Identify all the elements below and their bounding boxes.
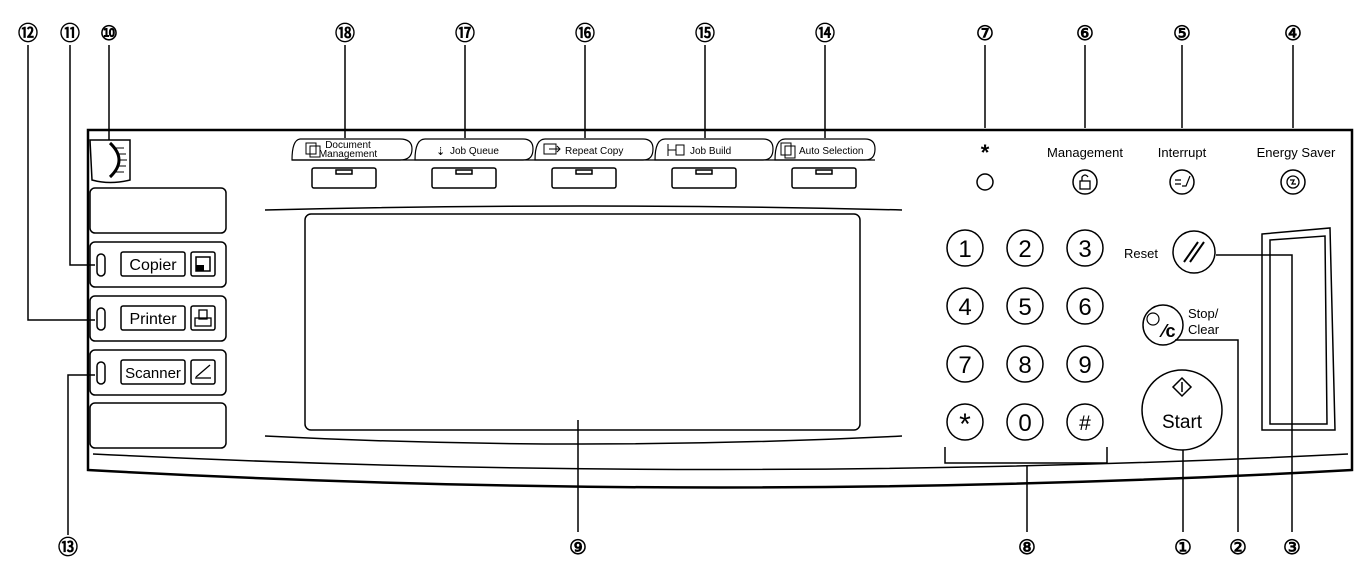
touch-panel-display[interactable] xyxy=(304,213,861,431)
key-2[interactable]: 2 xyxy=(1018,236,1031,263)
printer-label: Printer xyxy=(129,311,177,328)
repeat-copy-key[interactable] xyxy=(551,167,617,189)
reset-key[interactable] xyxy=(1172,230,1216,274)
start-label: Start xyxy=(1162,412,1203,433)
energy-saver-key[interactable] xyxy=(1280,169,1306,195)
callout-1: ① xyxy=(1174,537,1192,559)
repeat-copy-icon xyxy=(543,143,561,155)
blank-panel-top xyxy=(89,187,227,234)
scanner-label: Scanner xyxy=(125,365,181,382)
key-3[interactable]: 3 xyxy=(1078,236,1091,263)
start-icon xyxy=(1171,376,1193,398)
reset-icon xyxy=(1183,241,1205,263)
callout-6: ⑥ xyxy=(1076,23,1094,45)
management-key[interactable] xyxy=(1072,169,1098,195)
energy-saver-icon xyxy=(1286,175,1300,189)
energy-saver-label: Energy Saver xyxy=(1257,145,1336,160)
job-build-icon xyxy=(667,144,685,156)
auto-selection-label: Auto Selection xyxy=(799,146,864,157)
lock-icon xyxy=(1079,174,1091,190)
key-1[interactable]: 1 xyxy=(958,236,971,263)
document-management-icon xyxy=(305,142,321,158)
document-management-label-1: Document xyxy=(325,140,371,151)
callout-12: ⑫ xyxy=(18,22,38,45)
key-asterisk[interactable]: * xyxy=(959,408,971,441)
numeric-keypad xyxy=(946,229,1104,441)
key-hash[interactable]: # xyxy=(1079,412,1091,435)
stop-icon xyxy=(1146,312,1160,326)
stop-label: Stop/ xyxy=(1188,306,1219,321)
callout-11: ⑪ xyxy=(60,22,80,45)
interrupt-label: Interrupt xyxy=(1158,145,1207,160)
key-5[interactable]: 5 xyxy=(1018,294,1031,321)
scanner-mode-button[interactable]: Scanner xyxy=(89,349,227,396)
key-6[interactable]: 6 xyxy=(1078,294,1091,321)
scanner-indicator-lamp xyxy=(96,361,106,385)
copier-icon xyxy=(195,256,211,272)
key-4[interactable]: 4 xyxy=(958,294,971,321)
callout-3: ③ xyxy=(1283,537,1301,559)
keypad-bracket xyxy=(944,447,1108,464)
asterisk-label: * xyxy=(981,140,990,165)
callout-13: ⑬ xyxy=(58,536,78,559)
auto-selection-icon xyxy=(780,142,796,159)
copier-label: Copier xyxy=(129,257,177,274)
callout-2: ② xyxy=(1229,537,1247,559)
job-build-label: Job Build xyxy=(690,146,731,157)
document-management-key[interactable] xyxy=(311,167,377,189)
key-8[interactable]: 8 xyxy=(1018,352,1031,379)
reset-label: Reset xyxy=(1124,246,1158,261)
main-power-panel xyxy=(1261,227,1336,431)
callout-14: ⑭ xyxy=(815,22,835,45)
stop-clear-symbol: ⁄c xyxy=(1158,321,1175,341)
panel-outline xyxy=(86,128,1354,489)
callout-17: ⑰ xyxy=(455,22,475,45)
leader-lines xyxy=(27,45,1294,535)
management-label: Management xyxy=(1047,145,1123,160)
interrupt-key[interactable] xyxy=(1169,169,1195,195)
panel-edge xyxy=(92,453,1349,471)
stop-clear-key[interactable] xyxy=(1142,304,1184,346)
key-7[interactable]: 7 xyxy=(958,352,971,379)
brightness-dial[interactable] xyxy=(89,139,131,184)
callout-7: ⑦ xyxy=(976,23,994,45)
copier-mode-button[interactable]: Copier xyxy=(89,241,227,288)
touch-panel-frame xyxy=(264,205,903,445)
callout-16: ⑯ xyxy=(575,22,595,45)
copier-indicator-lamp xyxy=(96,253,106,277)
start-key[interactable] xyxy=(1141,369,1223,451)
repeat-copy-label: Repeat Copy xyxy=(565,146,623,157)
blank-panel-bottom xyxy=(89,402,227,449)
function-key-strip xyxy=(291,138,876,161)
callout-15: ⑮ xyxy=(695,22,715,45)
callout-18: ⑱ xyxy=(335,22,355,45)
callout-5: ⑤ xyxy=(1173,23,1191,45)
callout-8: ⑧ xyxy=(1018,537,1036,559)
auto-selection-key[interactable] xyxy=(791,167,857,189)
printer-indicator-lamp xyxy=(96,307,106,331)
printer-mode-button[interactable]: Printer xyxy=(89,295,227,342)
job-queue-key[interactable] xyxy=(431,167,497,189)
callout-10: ⑩ xyxy=(100,23,118,45)
key-0[interactable]: 0 xyxy=(1018,410,1031,437)
scanner-icon xyxy=(195,364,211,379)
job-queue-label: Job Queue xyxy=(450,146,499,157)
interrupt-icon xyxy=(1175,175,1191,187)
job-build-key[interactable] xyxy=(671,167,737,189)
printer-icon xyxy=(194,309,212,327)
callout-9: ⑨ xyxy=(569,537,587,559)
key-9[interactable]: 9 xyxy=(1078,352,1091,379)
document-management-label-2: Management xyxy=(319,149,378,160)
clear-label: Clear xyxy=(1188,322,1220,337)
callout-4: ④ xyxy=(1284,23,1302,45)
job-queue-icon: ⇣ xyxy=(436,146,445,158)
asterisk-key[interactable] xyxy=(976,173,994,191)
